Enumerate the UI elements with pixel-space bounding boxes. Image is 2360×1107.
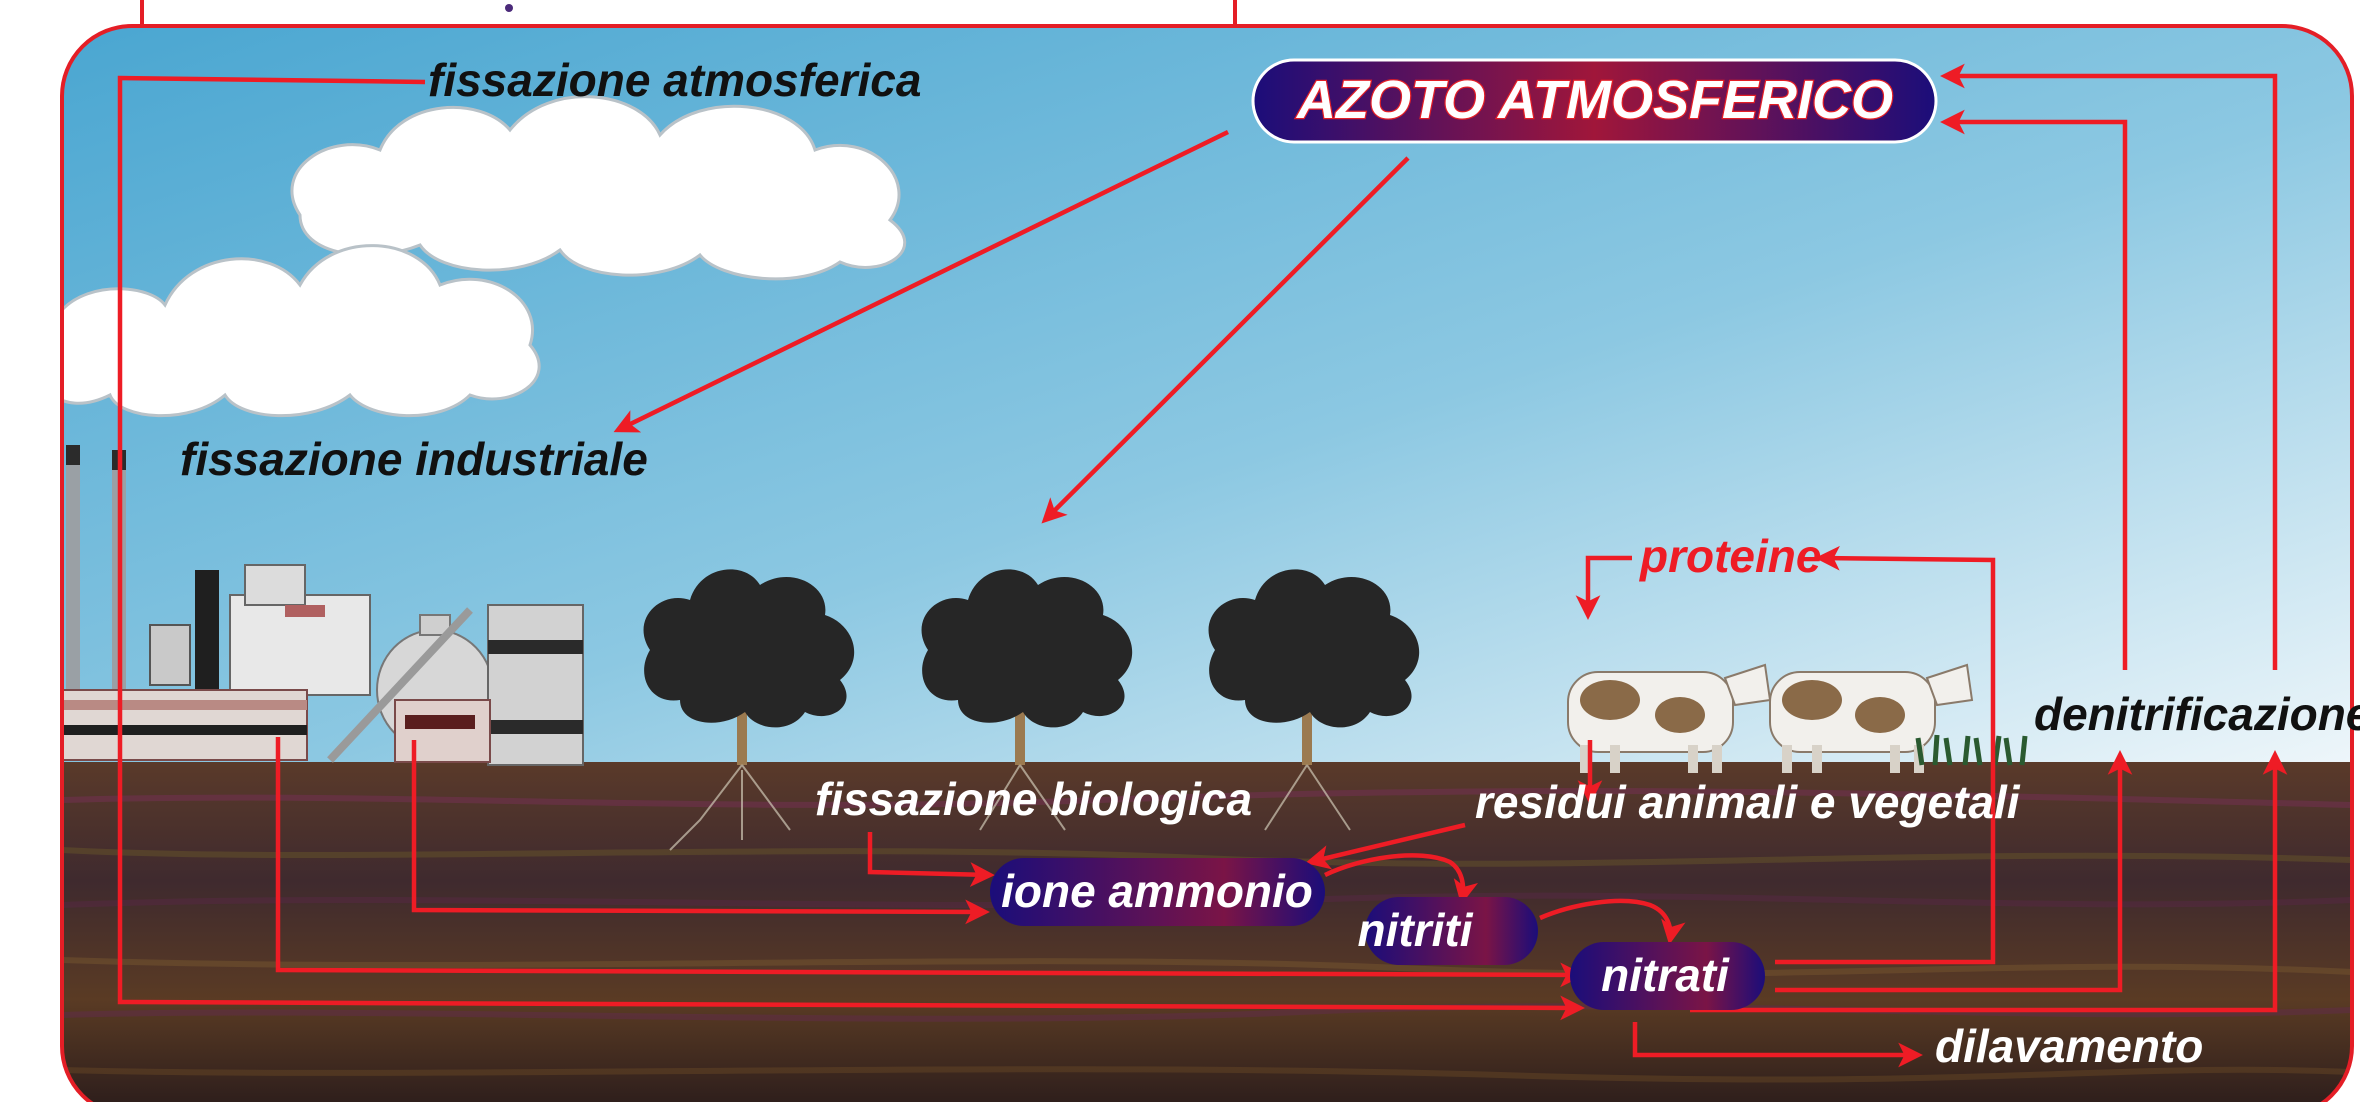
arrow-atmospheric-to-nitrati xyxy=(117,75,1585,1021)
residues-label: residui animali e vegetali xyxy=(1475,776,2021,828)
denitrification-label: denitrificazione xyxy=(2034,688,2360,740)
cow-icon xyxy=(1567,663,1772,773)
tree-icon xyxy=(1208,569,1420,765)
arrows xyxy=(117,63,2288,1068)
ammonium-pill xyxy=(990,858,1325,926)
industrial-fixation-label: fissazione industriale xyxy=(180,433,648,485)
arrow-azoto-to-industrial xyxy=(613,129,1229,433)
arrow-ammonium-to-nitrites xyxy=(1324,853,1479,905)
diagram-frame xyxy=(60,24,2354,1107)
arrow-denitrification-to-azoto-a xyxy=(1940,109,2128,670)
soil xyxy=(62,762,2352,1102)
azoto-atmosferico-pill xyxy=(1251,58,1938,144)
arrow-nitrates-to-denitrification-b xyxy=(1690,750,2288,1013)
arrow-nitrates-to-proteins xyxy=(1775,545,1996,965)
arrow-azoto-to-trees xyxy=(1041,156,1410,524)
biological-fixation-label: fissazione biologica xyxy=(815,773,1252,825)
arrow-biological-to-ammonium xyxy=(867,832,995,887)
arrow-nitrates-to-denitrification-a xyxy=(1775,750,2133,993)
tree-icon xyxy=(643,569,855,765)
arrow-residues-to-ammonium xyxy=(1305,822,1466,870)
arrow-nitrites-to-nitrates xyxy=(1539,898,1686,945)
arrow-factory-to-nitrati xyxy=(275,737,1585,988)
nitrites-pill xyxy=(1365,897,1538,965)
cloud-icon xyxy=(290,95,907,281)
arrow-denitrification-to-azoto-b xyxy=(1940,63,2278,670)
roots xyxy=(669,764,1351,851)
factory-icon xyxy=(62,445,584,766)
ammonium-ion-label: ione ammonio xyxy=(1001,865,1313,917)
nitrites-label: nitriti xyxy=(1358,904,1474,956)
top-box xyxy=(140,0,1237,28)
grass-icon xyxy=(1915,734,2028,766)
arrow-proteins-to-cows xyxy=(1575,555,1632,620)
proteins-label: proteine xyxy=(1638,530,1821,582)
tree-icon xyxy=(921,569,1133,765)
leaching-label: dilavamento xyxy=(1935,1020,2203,1072)
nitrates-pill xyxy=(1570,942,1765,1010)
nitrates-label: nitrati xyxy=(1601,949,1730,1001)
azoto-atmosferico-label: AZOTO ATMOSFERICO xyxy=(1295,70,1893,130)
arrow-factory-to-ammonium xyxy=(411,740,990,925)
dot-marker xyxy=(505,4,513,12)
atmospheric-fixation-label: fissazione atmosferica xyxy=(428,54,921,106)
cloud-icon xyxy=(62,244,541,418)
arrow-nitrates-to-leaching xyxy=(1632,1022,1923,1068)
